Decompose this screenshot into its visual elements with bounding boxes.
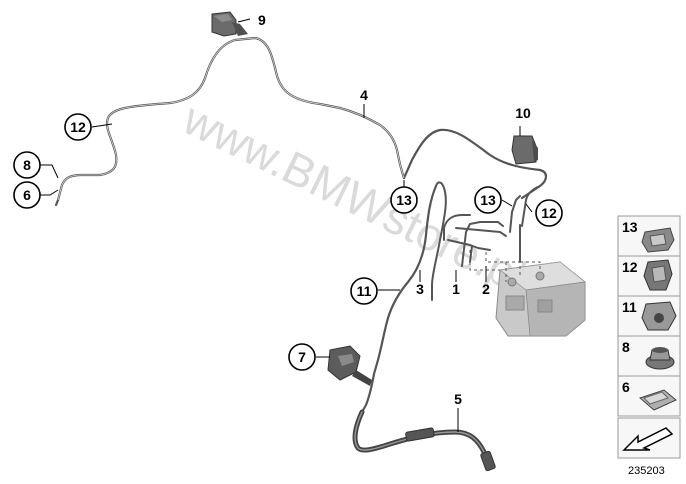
callout-1[interactable]: 1 [452, 281, 460, 297]
legend-item-13[interactable]: 13 [617, 215, 681, 257]
legend-item-arrow[interactable] [617, 417, 681, 459]
svg-text:5: 5 [454, 391, 462, 407]
diagram-id: 235203 [628, 465, 665, 477]
svg-text:4: 4 [360, 87, 368, 103]
brake-lines-abs-connections [431, 181, 541, 301]
svg-text:9: 9 [258, 12, 266, 28]
callout-10[interactable]: 10 [515, 105, 531, 121]
svg-text:8: 8 [23, 157, 31, 173]
legend-item-12[interactable]: 12 [617, 255, 681, 297]
svg-text:13: 13 [622, 219, 638, 235]
callout-13-left[interactable]: 13 [390, 186, 418, 214]
clip-12-icon [643, 259, 673, 291]
abs-hydraulic-unit [495, 261, 586, 337]
callout-6[interactable]: 6 [13, 181, 41, 209]
bracket-6-icon [639, 389, 677, 411]
svg-text:3: 3 [416, 281, 424, 297]
legend-item-6[interactable]: 6 [617, 375, 681, 417]
svg-text:13: 13 [396, 192, 412, 208]
svg-text:11: 11 [357, 283, 372, 299]
callout-4[interactable]: 4 [360, 87, 368, 103]
arrow-icon [622, 427, 674, 451]
svg-text:12: 12 [70, 119, 86, 135]
legend-item-11[interactable]: 11 [617, 295, 681, 337]
callout-2[interactable]: 2 [482, 281, 490, 297]
callout-3[interactable]: 3 [416, 281, 424, 297]
clip-13-icon [641, 227, 675, 253]
svg-text:6: 6 [23, 187, 31, 203]
callout-13-right[interactable]: 13 [474, 186, 502, 214]
svg-text:12: 12 [622, 259, 638, 275]
svg-text:8: 8 [622, 339, 630, 355]
svg-text:12: 12 [541, 205, 557, 221]
callout-11[interactable]: 11 [350, 277, 378, 305]
svg-text:6: 6 [622, 379, 630, 395]
svg-text:13: 13 [480, 192, 496, 208]
callout-5[interactable]: 5 [454, 391, 462, 407]
svg-text:1: 1 [452, 281, 460, 297]
clamp-11-icon [641, 301, 677, 331]
svg-text:7: 7 [298, 349, 306, 365]
abs-dashed-leaders [469, 250, 541, 282]
brake-line-3 [360, 184, 438, 414]
nut-8-icon [645, 347, 675, 370]
bracket-10-part [511, 135, 538, 165]
svg-text:10: 10 [515, 105, 531, 121]
legend-panel: 13 12 11 8 [617, 215, 681, 459]
callout-7[interactable]: 7 [288, 343, 316, 371]
callout-12-left[interactable]: 12 [64, 113, 92, 141]
bracket-7-part [327, 345, 372, 386]
legend-item-8[interactable]: 8 [617, 335, 681, 377]
bracket-9-part [211, 11, 248, 37]
svg-text:11: 11 [622, 299, 637, 315]
callout-8[interactable]: 8 [13, 151, 41, 179]
callout-12-right[interactable]: 12 [535, 199, 563, 227]
brake-hose-5 [352, 409, 496, 472]
callout-9[interactable]: 9 [258, 12, 266, 28]
brake-line-4-highlight [57, 37, 405, 201]
svg-text:2: 2 [482, 281, 490, 297]
